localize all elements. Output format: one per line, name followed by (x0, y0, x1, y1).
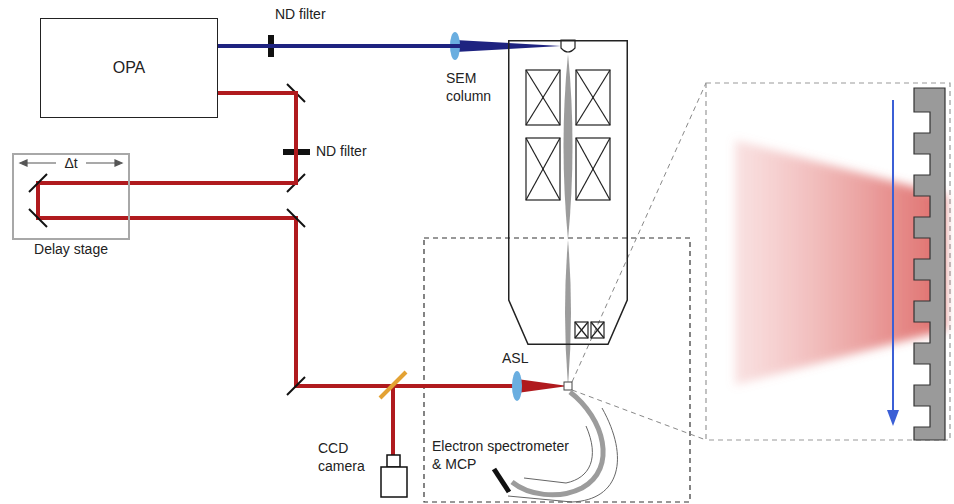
magnetic-lens (526, 70, 610, 338)
lens (512, 371, 522, 401)
coil (591, 322, 604, 338)
column-outline (508, 40, 628, 345)
spectrometer-label: Electron spectrometer & MCP (432, 438, 582, 473)
ccd-camera: CCD camera (318, 440, 378, 475)
coil-cross (576, 138, 610, 200)
zoom-line (572, 83, 706, 382)
coil-cross (576, 70, 610, 125)
column-label: SEM column (446, 70, 502, 105)
electron-spectrometer: Electron spectrometer & MCP (432, 438, 582, 473)
coil (576, 138, 610, 200)
coil-cross (591, 322, 604, 338)
sem-column: SEM column (508, 40, 628, 345)
red-beam (38, 183, 517, 386)
inset-outline (706, 83, 950, 440)
coil-cross (526, 138, 560, 200)
mirror (287, 209, 305, 227)
delay-symbol: Δt (14, 155, 128, 173)
mirror (29, 209, 47, 227)
grating-structure (914, 88, 945, 440)
box-title: OPA (113, 58, 146, 78)
coil-cross (576, 70, 610, 125)
red-beam-focus (517, 379, 568, 393)
region-outline (424, 238, 690, 502)
column-body (509, 41, 628, 345)
mcp-detector (494, 469, 509, 492)
electron-gun (561, 40, 575, 52)
red-beam (391, 386, 395, 455)
coil-cross (576, 138, 610, 200)
coil-cross (575, 322, 588, 338)
electron-beam (564, 54, 573, 240)
coil-cross (591, 322, 604, 338)
coil (526, 138, 560, 200)
opa-box: OPA (40, 18, 218, 118)
mirror (29, 174, 47, 192)
sample (564, 382, 572, 390)
arrowhead (115, 160, 122, 166)
coil-cross (575, 322, 588, 338)
electron-arrow (892, 100, 894, 412)
camera-lens (387, 455, 400, 467)
arrowhead (20, 160, 27, 166)
electron-arrowhead (887, 410, 899, 426)
coil-cross (526, 70, 560, 125)
coil (526, 70, 560, 125)
camera-body (381, 467, 407, 497)
beam-splitter (380, 372, 406, 398)
stage-label: Delay stage (2, 241, 140, 259)
coil-cross (526, 70, 560, 125)
spectrometer-wall (524, 426, 592, 483)
coil-cross (526, 138, 560, 200)
mirror (287, 377, 305, 395)
delay-stage-box: ΔtDelay stage (12, 153, 130, 240)
camera-label: CCD camera (318, 440, 378, 475)
coil (575, 322, 588, 338)
filter-label: ND filter (275, 6, 326, 24)
coil (576, 70, 610, 125)
spectrometer-wall (508, 408, 617, 502)
filter-label: ND filter (316, 143, 367, 161)
electron-beam (565, 240, 571, 386)
lens-label: ASL (502, 350, 528, 368)
blue-beam (218, 44, 508, 48)
